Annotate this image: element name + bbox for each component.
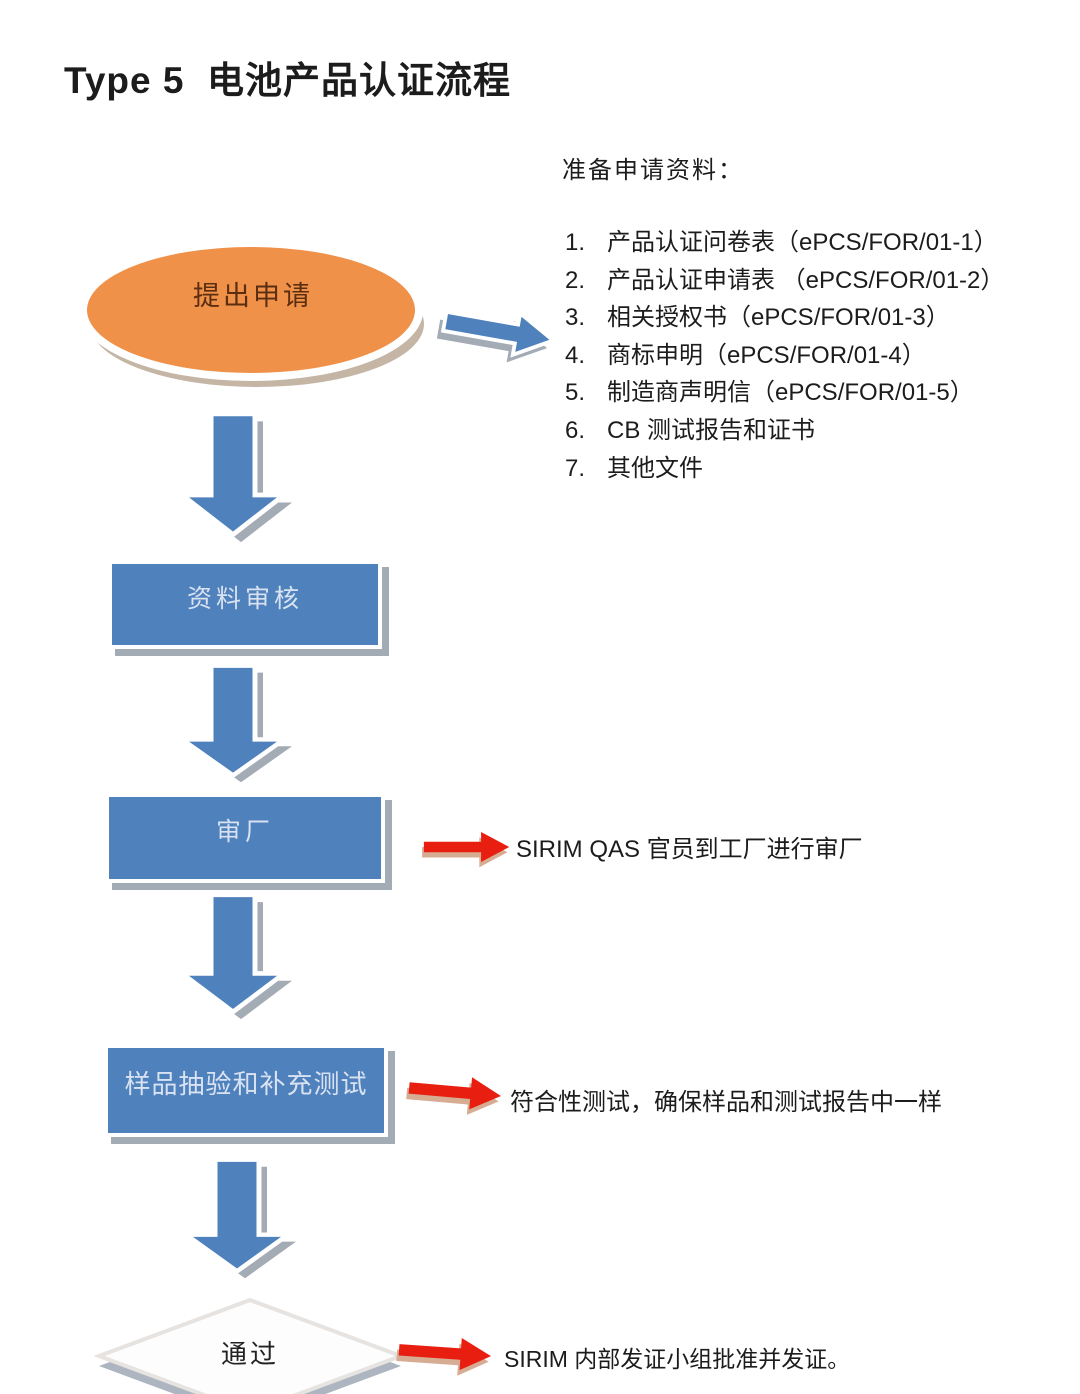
note-arrow-icon [396, 1337, 491, 1376]
arrow-down-icon [175, 411, 292, 543]
step1-label: 资料审核 [186, 584, 303, 613]
start-ellipse [79, 241, 424, 387]
material-item: CB 测试报告和证书 [565, 412, 816, 449]
step3-label: 样品抽验和补充测试 [124, 1069, 368, 1099]
start-label: 提出申请 [193, 281, 313, 311]
material-item: 其他文件 [565, 450, 703, 487]
step2-note: SIRIM QAS 官员到工厂进行审厂 [516, 836, 863, 863]
arrow-down-icon [175, 892, 292, 1020]
material-item: 产品认证申请表 （ePCS/FOR/01-2） [565, 262, 1005, 299]
decision-note: SIRIM 内部发证小组批准并发证。 [504, 1346, 851, 1372]
material-item: 相关授权书（ePCS/FOR/01-3） [565, 299, 950, 336]
step3-box: 样品抽验和补充测试 [104, 1044, 388, 1137]
arrow-down-icon [175, 663, 292, 783]
step3-note: 符合性测试，确保样品和测试报告中一样 [510, 1089, 942, 1116]
arrow-right-icon [436, 309, 558, 363]
note-arrow-icon [422, 832, 510, 868]
material-item: 产品认证问卷表（ePCS/FOR/01-1） [565, 224, 998, 261]
material-item: 商标申明（ePCS/FOR/01-4） [565, 337, 926, 374]
step2-label: 审厂 [215, 818, 274, 846]
decision-diamond [93, 1297, 407, 1394]
arrow-down-icon [179, 1157, 296, 1279]
decision-label: 通过 [220, 1339, 279, 1369]
note-arrow-icon [406, 1077, 501, 1115]
step2-box: 审厂 [105, 793, 385, 883]
material-item: 制造商声明信（ePCS/FOR/01-5） [565, 374, 974, 411]
page-title: Type 5 电池产品认证流程 [64, 60, 512, 101]
step1-box: 资料审核 [108, 560, 382, 649]
materials-heading: 准备申请资料： [562, 157, 744, 184]
materials-list: 产品认证问卷表（ePCS/FOR/01-1）产品认证申请表 （ePCS/FOR/… [565, 224, 1045, 487]
